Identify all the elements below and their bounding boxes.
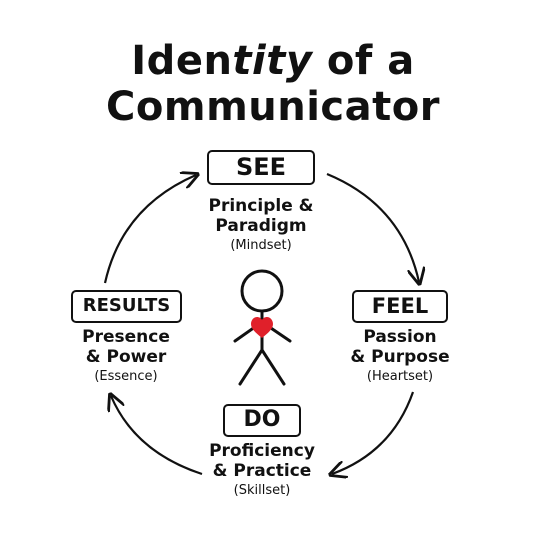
do-node-box: DO [223, 404, 301, 437]
results-caption: Presence & Power (Essence) [61, 327, 191, 387]
results-line-2: & Power [85, 347, 167, 367]
results-sub: (Essence) [94, 369, 158, 384]
see-node-box: SEE [207, 150, 315, 185]
see-line-2: Paradigm [215, 216, 307, 236]
title-line-1: Identity of a [131, 38, 415, 84]
heart-icon [251, 317, 273, 338]
feel-label: FEEL [371, 294, 429, 318]
arrow-feel-to-do [332, 391, 415, 474]
title-line-2: Communicator [106, 84, 440, 130]
feel-caption: Passion & Purpose (Heartset) [335, 327, 465, 387]
feel-node-box: FEEL [352, 290, 448, 323]
feel-sub: (Heartset) [366, 369, 434, 384]
do-label: DO [243, 407, 281, 432]
results-line-1: Presence [82, 327, 170, 347]
feel-line-2: & Purpose [350, 347, 450, 367]
see-sub: (Mindset) [230, 238, 292, 253]
results-label: RESULTS [82, 295, 171, 316]
do-line-1: Proficiency [209, 441, 315, 461]
do-line-2: & Practice [212, 461, 312, 481]
stick-figure-icon [233, 269, 292, 386]
do-caption: Proficiency & Practice (Skillset) [182, 441, 342, 501]
do-sub: (Skillset) [233, 483, 291, 498]
feel-line-1: Passion [363, 327, 437, 347]
results-node-box: RESULTS [71, 290, 182, 323]
see-line-1: Principle & [208, 196, 314, 216]
see-caption: Principle & Paradigm (Mindset) [181, 196, 341, 256]
see-label: SEE [235, 153, 287, 181]
